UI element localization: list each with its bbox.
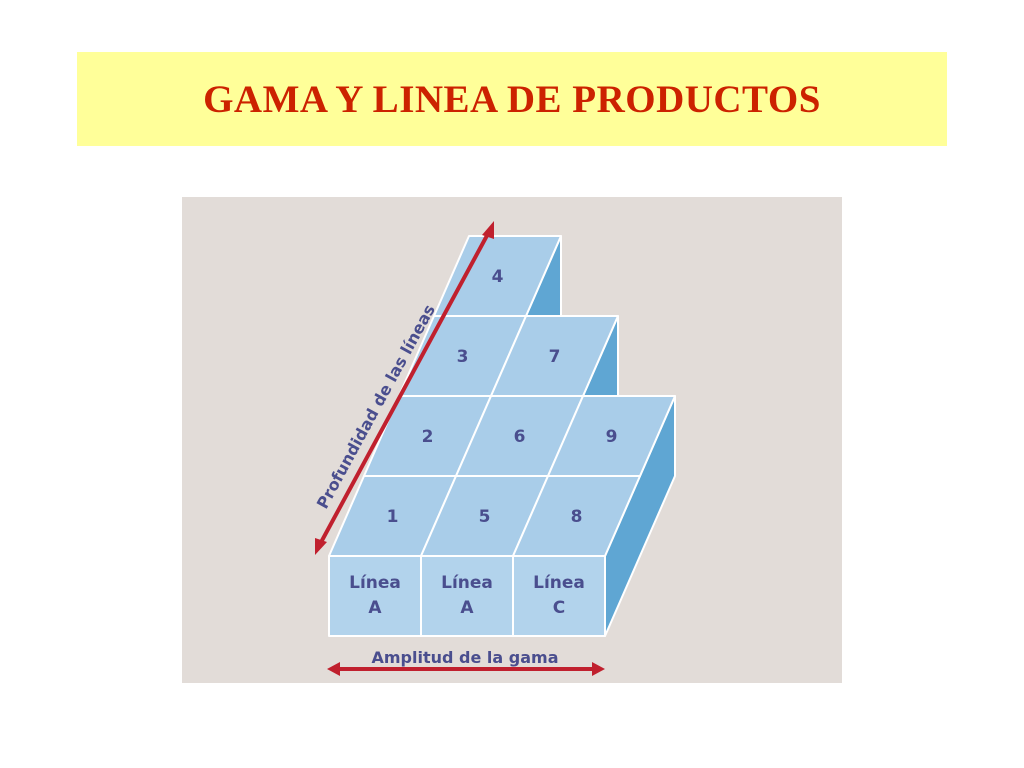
title-banner: GAMA Y LINEA DE PRODUCTOS — [77, 52, 947, 146]
depth-arrow — [315, 221, 494, 555]
front-face-1 — [328, 555, 422, 637]
front-face-2 — [420, 555, 514, 637]
top-cell-4 — [433, 235, 562, 317]
front-label-1-line2: A — [368, 598, 382, 618]
cell-number-1: 1 — [387, 507, 399, 527]
cell-number-7: 7 — [549, 347, 561, 367]
front-face-3 — [512, 555, 606, 637]
cell-number-2: 2 — [422, 427, 434, 447]
cell-number-9: 9 — [606, 427, 618, 447]
cell-number-8: 8 — [571, 507, 583, 527]
width-arrow — [327, 662, 605, 676]
page-title: GAMA Y LINEA DE PRODUCTOS — [203, 77, 821, 121]
front-label-2-line1: Línea — [441, 573, 493, 593]
cell-number-3: 3 — [457, 347, 469, 367]
cell-number-6: 6 — [514, 427, 526, 447]
cell-number-4: 4 — [492, 267, 504, 287]
front-label-1-line1: Línea — [349, 573, 401, 593]
front-label-3-line2: C — [553, 598, 565, 618]
front-label-3-line1: Línea — [533, 573, 585, 593]
top-cell-9 — [547, 395, 676, 477]
width-label: Amplitud de la gama — [372, 648, 559, 667]
front-label-2-line2: A — [460, 598, 474, 618]
cell-number-5: 5 — [479, 507, 491, 527]
top-cell-7 — [490, 315, 619, 397]
